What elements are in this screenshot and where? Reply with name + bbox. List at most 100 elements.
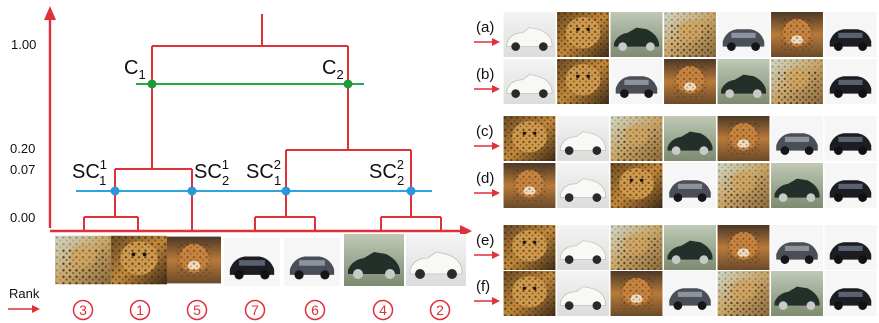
- cluster-node-c2: [343, 79, 353, 89]
- ranking-row: (b): [474, 59, 877, 104]
- row-image-leopard: [771, 59, 823, 104]
- row-image-cub: [717, 225, 770, 270]
- row-image-cub: [771, 12, 823, 57]
- leaf-image-white-classic-car: [405, 234, 467, 286]
- row-arrow-head: [492, 38, 500, 46]
- row-image-jaguar: [503, 116, 556, 161]
- row-image-black-sedan: [824, 59, 877, 104]
- leaf-image-leopard: [55, 235, 111, 285]
- leaf-image-black-sedan: [224, 238, 280, 286]
- row-image-leopard: [717, 163, 770, 208]
- rank-circle: [429, 299, 451, 321]
- rank-number: 3: [79, 302, 87, 318]
- ranking-rows: (a) (b) (c) (d) (e) (f): [474, 12, 877, 316]
- subcluster-node-sc11: [110, 186, 120, 196]
- row-image-white-classic-car: [503, 12, 556, 57]
- ranking-row: (c): [474, 116, 877, 161]
- row-image-black-sedan: [824, 271, 877, 316]
- leaf-image-jaguar: [111, 235, 167, 285]
- row-image-gray-sedan: [664, 271, 716, 316]
- y-axis: [44, 6, 56, 228]
- row-image-cub: [717, 116, 770, 161]
- rank-circle: [372, 299, 394, 321]
- row-image-jaguar: [503, 271, 556, 316]
- row-image-green-classic-car: [717, 59, 770, 104]
- y-tick-label: 0.20: [10, 141, 35, 156]
- rank-circle: [72, 299, 94, 321]
- rank-number: 6: [311, 302, 319, 318]
- row-image-white-classic-car: [556, 116, 610, 161]
- row-arrow-head: [492, 297, 500, 305]
- node-label-c1: C1: [124, 57, 146, 82]
- row-label: (f): [476, 278, 490, 295]
- rank-number: 7: [251, 302, 259, 318]
- row-image-green-classic-car: [771, 163, 823, 208]
- leaf-image-green-classic-car: [344, 234, 404, 286]
- row-image-black-sedan: [824, 225, 877, 270]
- row-image-gray-sedan: [771, 225, 823, 270]
- rank-circle: [244, 299, 266, 321]
- cluster-node-c1: [147, 79, 157, 89]
- subcluster-node-sc21: [281, 186, 291, 196]
- row-image-cub: [610, 271, 663, 316]
- node-label-c2: C2: [322, 57, 344, 82]
- row-image-jaguar: [503, 225, 556, 270]
- rank-circle: [129, 299, 151, 321]
- leaf-images: [55, 234, 467, 286]
- row-arrow-head: [492, 251, 500, 259]
- rank-arrow: [8, 305, 40, 313]
- rank-label: Rank: [9, 286, 40, 301]
- subcluster-node-sc12: [187, 186, 197, 196]
- row-image-white-classic-car: [556, 163, 610, 208]
- rank-circle: [186, 299, 208, 321]
- ranking-row: (e): [474, 225, 877, 270]
- ranking-row: (f): [474, 271, 877, 316]
- row-image-jaguar: [557, 12, 609, 57]
- row-image-jaguar: [610, 163, 663, 208]
- row-image-white-classic-car: [503, 59, 556, 104]
- subcluster-node-sc22: [406, 186, 416, 196]
- row-label: (a): [476, 19, 494, 36]
- row-image-leopard: [610, 116, 663, 161]
- row-image-leopard: [610, 225, 663, 270]
- leaf-image-cub: [167, 236, 221, 284]
- row-image-black-sedan: [824, 12, 877, 57]
- row-image-leopard: [664, 12, 716, 57]
- row-arrow-head: [492, 85, 500, 93]
- row-image-black-sedan: [824, 116, 877, 161]
- row-image-gray-sedan: [610, 59, 663, 104]
- row-image-black-sedan: [824, 163, 877, 208]
- row-arrow-head: [492, 189, 500, 197]
- row-image-jaguar: [557, 59, 609, 104]
- row-image-leopard: [717, 271, 770, 316]
- row-image-green-classic-car: [610, 12, 663, 57]
- row-label: (c): [476, 123, 494, 140]
- rank-number: 4: [379, 302, 387, 318]
- leaf-image-gray-sedan: [284, 238, 340, 286]
- row-image-white-classic-car: [556, 271, 610, 316]
- row-image-gray-sedan: [664, 163, 716, 208]
- row-label: (e): [476, 232, 494, 249]
- row-image-white-classic-car: [556, 225, 610, 270]
- y-tick-label: 0.00: [10, 210, 35, 225]
- y-tick-label: 0.07: [10, 162, 35, 177]
- row-image-cub: [664, 59, 716, 104]
- row-label: (b): [476, 66, 494, 83]
- ranking-row: (a): [474, 12, 877, 57]
- rank-number: 5: [193, 302, 201, 318]
- row-image-green-classic-car: [771, 271, 823, 316]
- row-arrow-head: [492, 142, 500, 150]
- row-image-cub: [503, 163, 556, 208]
- row-image-green-classic-car: [664, 116, 716, 161]
- dendrogram: 1.00 0.20 0.07 0.00: [8, 6, 472, 321]
- row-label: (d): [476, 170, 494, 187]
- row-image-gray-sedan: [771, 116, 823, 161]
- tree-links: [83, 14, 442, 231]
- rank-markers: [72, 299, 451, 321]
- ranking-row: (d): [474, 163, 877, 208]
- rank-number: 2: [436, 302, 444, 318]
